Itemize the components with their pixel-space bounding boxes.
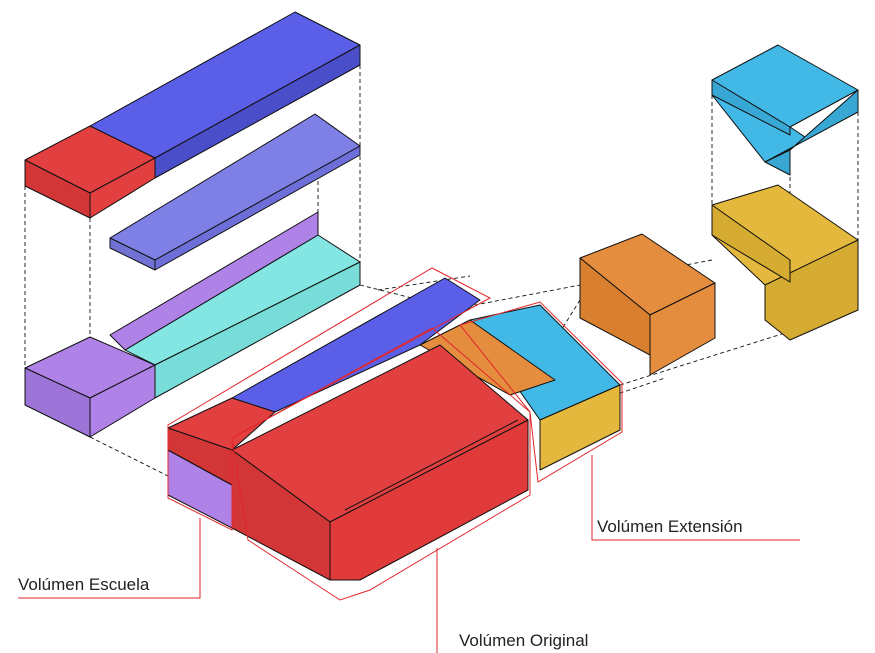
orange-box-front [649, 282, 716, 376]
leader-lines [18, 455, 800, 653]
extension-orange-box [579, 233, 716, 376]
purple-side [89, 364, 156, 438]
extension-gold-l [711, 184, 859, 341]
gold-l-front [764, 239, 859, 341]
original-leader [436, 548, 438, 653]
escuela-top-slab [24, 11, 361, 219]
label-volumen-extension: Volúmen Extensión [597, 517, 743, 536]
extension-top-l [711, 44, 859, 176]
assembled-orange-top [419, 319, 556, 396]
outline-boundaries [167, 267, 623, 601]
escuela-base-block [24, 211, 361, 438]
lavender-slab-side [154, 145, 361, 271]
original-outline [231, 327, 531, 601]
sky-l-left [711, 79, 791, 136]
extension-leader [591, 455, 800, 541]
assembled-red-original-front [329, 419, 529, 581]
escuela-leader [18, 518, 201, 599]
extension-outline [459, 301, 623, 483]
assembled-volume [167, 277, 621, 581]
purple-long-top [109, 211, 319, 351]
gold-l-left [711, 204, 791, 283]
escuela-middle-slab [109, 113, 361, 271]
red-slab-front [89, 157, 156, 219]
label-volumen-escuela: Volúmen Escuela [18, 575, 150, 594]
label-volumen-original: Volúmen Original [459, 631, 588, 650]
assembled-gold-front [539, 384, 621, 471]
sky-l-stub [764, 149, 791, 176]
